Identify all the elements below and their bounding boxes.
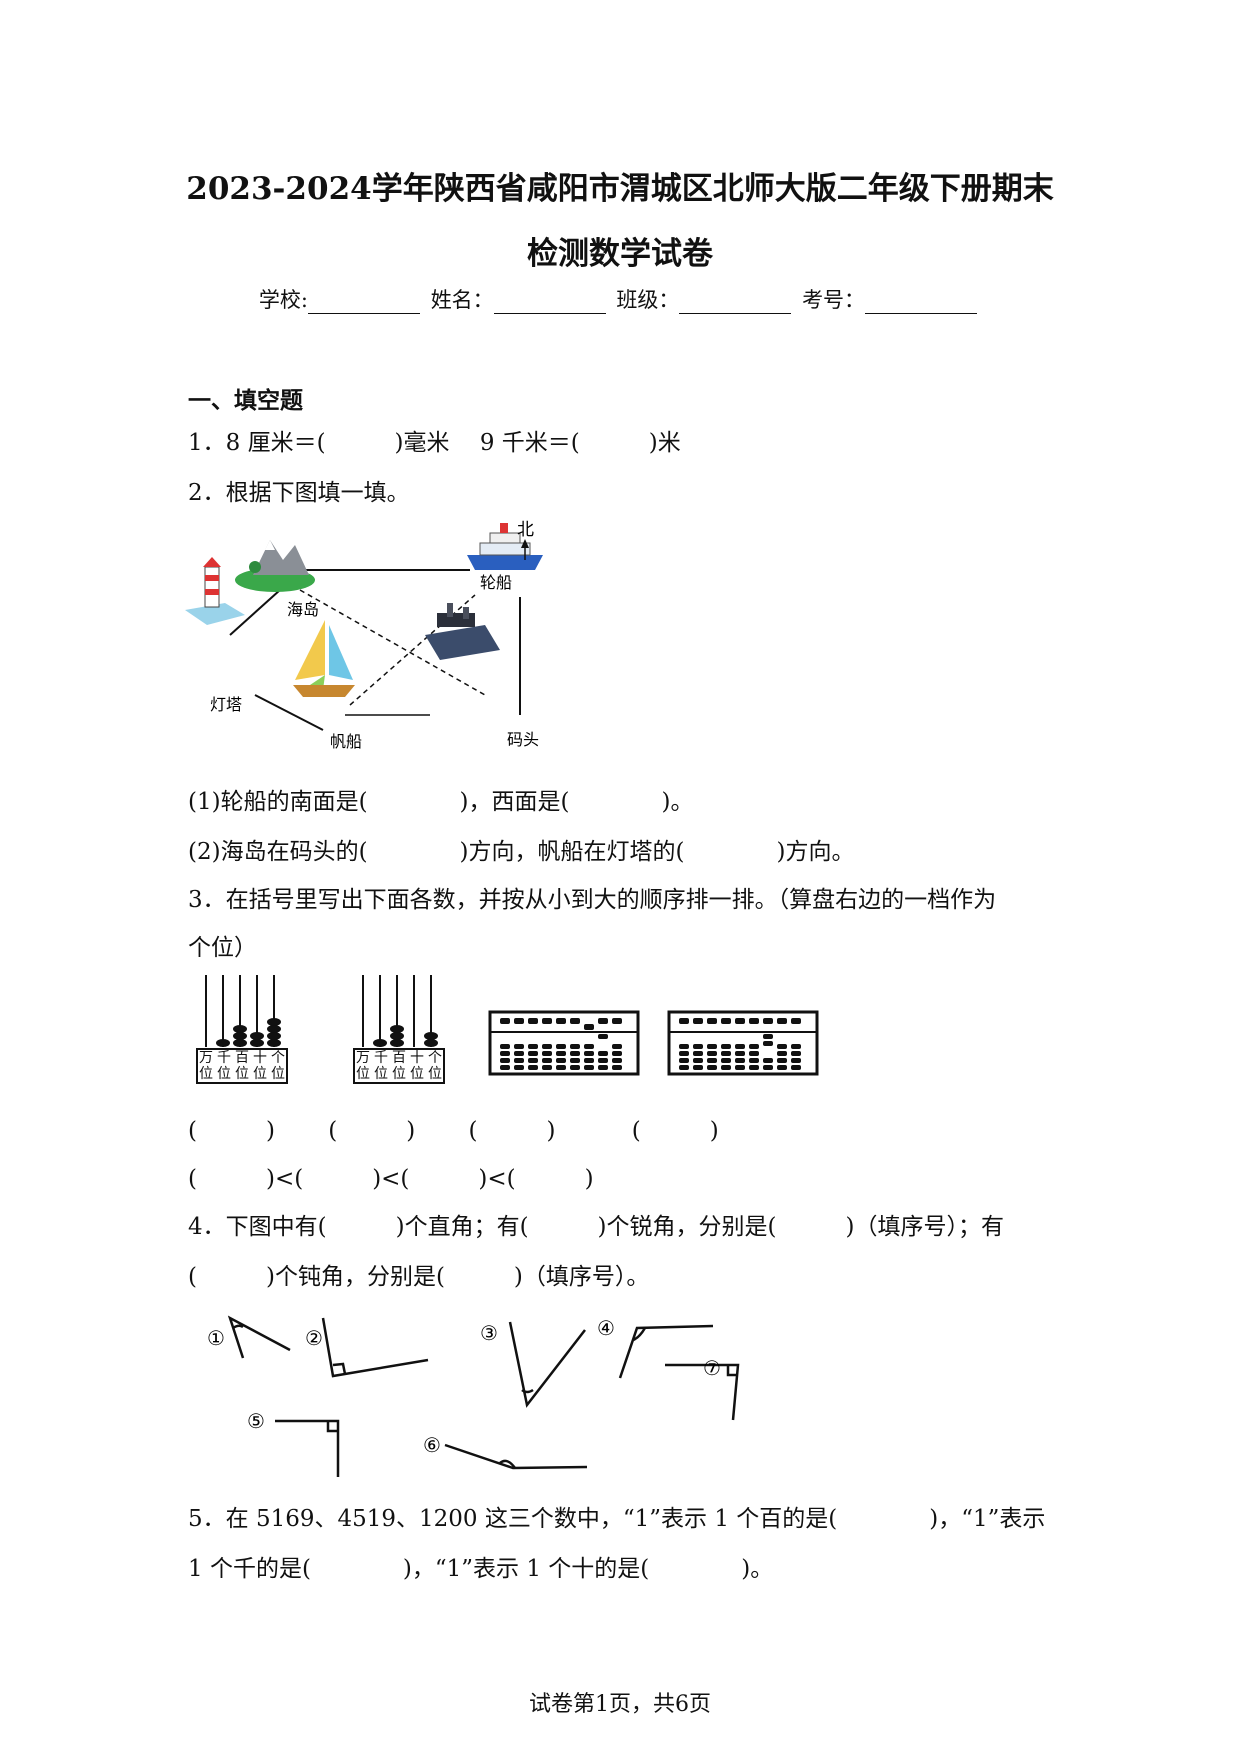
place-label: 千位 (217, 1050, 231, 1082)
name-blank[interactable] (493, 291, 606, 314)
question-2-sub-2: (2)海岛在码头的( )方向，帆船在灯塔的( )方向。 (188, 839, 855, 865)
name-label: 姓名： (430, 288, 494, 312)
question-3-compare-row: ( )<( )<( )<( ) (188, 1166, 594, 1192)
question-5-line-1: 5．在 5169、4519、1200 这三个数中，“1”表示 1 个百的是( )… (188, 1506, 1046, 1532)
school-blank[interactable] (308, 291, 420, 314)
question-3-line-1: 3．在括号里写出下面各数，并按从小到大的顺序排一排。（算盘右边的一档作为 (188, 887, 997, 913)
dock-label: 码头 (507, 730, 539, 749)
question-5-line-2: 1 个千的是( )，“1”表示 1 个十的是( )。 (188, 1556, 774, 1582)
place-label: 千位 (374, 1050, 388, 1082)
angle-marker-5: ⑤ (247, 1409, 265, 1433)
title-line-2: 检测数学试卷 (527, 236, 713, 272)
steamship-icon (467, 523, 543, 570)
question-4-line-1: 4．下图中有( )个直角；有( )个锐角，分别是( )（填序号）；有 (188, 1214, 1004, 1240)
island-icon (235, 540, 315, 592)
place-label: 十位 (253, 1050, 267, 1082)
abacus-2-place-labels: 万位 千位 百位 十位 个位 (354, 1050, 444, 1082)
steamship-label: 轮船 (480, 573, 512, 592)
angles-figure: ① ② ③ ④ ⑤ ⑥ ⑦ (207, 1315, 740, 1477)
angle-marker-6: ⑥ (423, 1433, 441, 1457)
angle-marker-2: ② (305, 1326, 323, 1350)
question-1: 1．8 厘米＝( )毫米 9 千米＝( )米 (188, 430, 681, 456)
title-line-1: 2023-2024学年陕西省咸阳市渭城区北师大版二年级下册期末 (186, 171, 1054, 207)
angle-marker-3: ③ (480, 1321, 498, 1345)
school-label: 学校: (258, 288, 308, 312)
dock-icon (425, 603, 500, 660)
angle-marker-1: ① (207, 1326, 225, 1350)
abacus-1 (196, 975, 288, 1084)
question-3-answers-row: ( ) ( ) ( ) ( ) (188, 1118, 719, 1144)
abacus-2 (353, 975, 445, 1084)
place-label: 万位 (199, 1050, 213, 1082)
abacus-1-place-labels: 万位 千位 百位 十位 个位 (197, 1050, 287, 1082)
exam-number-blank[interactable] (865, 291, 978, 314)
place-label: 个位 (271, 1050, 285, 1082)
lighthouse-icon (185, 557, 245, 625)
page-footer: 试卷第1页，共6页 (529, 1692, 711, 1717)
section-title: 一、填空题 (188, 387, 303, 414)
sailboat-icon (293, 620, 355, 697)
angle-marker-4: ④ (597, 1316, 615, 1340)
north-label: 北 (517, 520, 534, 540)
island-label: 海岛 (287, 600, 319, 619)
lighthouse-label: 灯塔 (210, 695, 242, 714)
place-label: 十位 (410, 1050, 424, 1082)
question-2-sub-1: (1)轮船的南面是( )，西面是( )。 (188, 789, 694, 815)
place-label: 万位 (356, 1050, 370, 1082)
place-label: 个位 (428, 1050, 442, 1082)
exam-number-label: 考号： (802, 288, 866, 312)
place-label: 百位 (235, 1050, 249, 1082)
class-blank[interactable] (679, 291, 792, 314)
sailboat-label: 帆船 (330, 732, 362, 751)
angle-marker-7: ⑦ (703, 1356, 721, 1380)
class-label: 班级： (616, 288, 680, 312)
suanpan-1 (488, 1010, 640, 1076)
question-2: 2．根据下图填一填。 (188, 480, 410, 506)
question-3-line-2: 个位） (188, 935, 257, 961)
suanpan-2 (667, 1010, 819, 1076)
question-4-line-2: ( )个钝角，分别是( )（填序号）。 (188, 1264, 650, 1290)
direction-map-figure: 北 海岛 轮船 灯塔 帆船 码头 (185, 520, 543, 751)
student-info-row: 学校: 姓名： 班级： 考号： (0, 284, 1240, 314)
place-label: 百位 (392, 1050, 406, 1082)
